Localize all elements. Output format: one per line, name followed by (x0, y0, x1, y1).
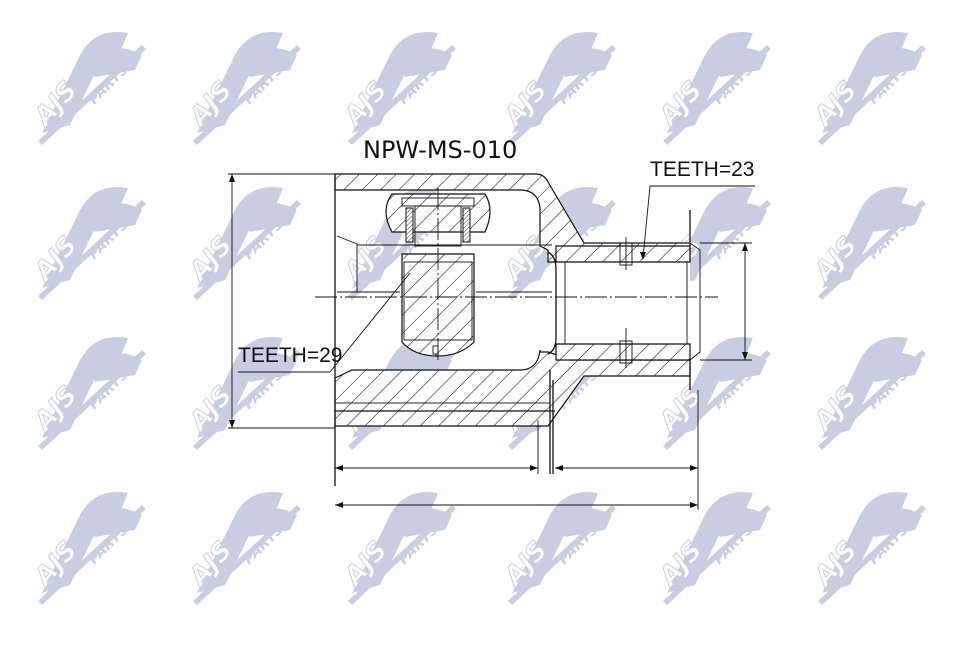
teeth-outer-label: TEETH=23 (650, 158, 754, 181)
part-number-title: NPW-MS-010 (363, 136, 517, 164)
joint-drawing (228, 173, 755, 510)
teeth-inner-label: TEETH=29 (238, 344, 342, 367)
